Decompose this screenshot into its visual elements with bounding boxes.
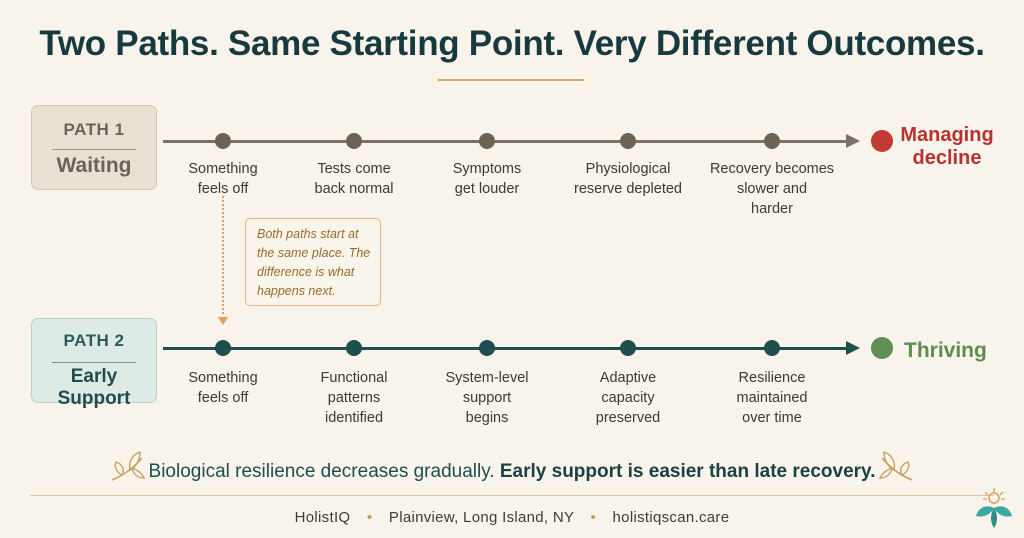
footer-brand: HolistIQ xyxy=(294,509,351,526)
path2-node xyxy=(479,340,495,356)
path1-arrow-head xyxy=(846,134,860,148)
path2-arrow-head xyxy=(846,341,860,355)
path2-node xyxy=(215,340,231,356)
footer-separator: • xyxy=(366,509,373,526)
leaf-sprig-icon xyxy=(878,451,913,481)
connector-arrow-head xyxy=(218,317,228,325)
path2-timeline-line xyxy=(163,347,848,350)
path2-node xyxy=(764,340,780,356)
page-title: Two Paths. Same Starting Point. Very Dif… xyxy=(39,24,985,63)
path1-name: Waiting xyxy=(56,154,132,177)
path1-timeline-line xyxy=(163,140,848,143)
path1-node xyxy=(346,133,362,149)
footer: HolistIQ • Plainview, Long Island, NY • … xyxy=(0,509,1024,526)
footer-divider xyxy=(30,495,994,496)
callout-box: Both paths start at the same place. The … xyxy=(245,218,381,306)
path1-label-box: PATH 1 Waiting xyxy=(31,105,157,190)
path2-node xyxy=(346,340,362,356)
path2-divider xyxy=(52,362,136,363)
path2-outcome: Thriving xyxy=(904,339,987,362)
path2-name: Early Support xyxy=(57,366,131,409)
path1-node xyxy=(215,133,231,149)
bottom-message: Biological resilience decreases graduall… xyxy=(148,461,876,482)
footer-location: Plainview, Long Island, NY xyxy=(388,509,575,526)
path1-end-dot xyxy=(871,130,893,152)
path1-number: PATH 1 xyxy=(63,120,125,139)
path2-label-box: PATH 2 Early Support xyxy=(31,318,157,409)
path2-number: PATH 2 xyxy=(63,331,125,350)
path2-node xyxy=(620,340,636,356)
path1-node xyxy=(764,133,780,149)
footer-separator: • xyxy=(590,509,597,526)
holistiq-logo-icon xyxy=(976,488,1012,528)
path1-divider xyxy=(52,149,136,150)
path1-node xyxy=(620,133,636,149)
path1-node xyxy=(479,133,495,149)
path2-end-dot xyxy=(871,337,893,359)
footer-website[interactable]: holistiqscan.care xyxy=(612,509,730,526)
leaf-sprig-icon xyxy=(111,451,146,481)
title-underline xyxy=(438,79,584,81)
connector-dotted-line xyxy=(222,196,224,314)
